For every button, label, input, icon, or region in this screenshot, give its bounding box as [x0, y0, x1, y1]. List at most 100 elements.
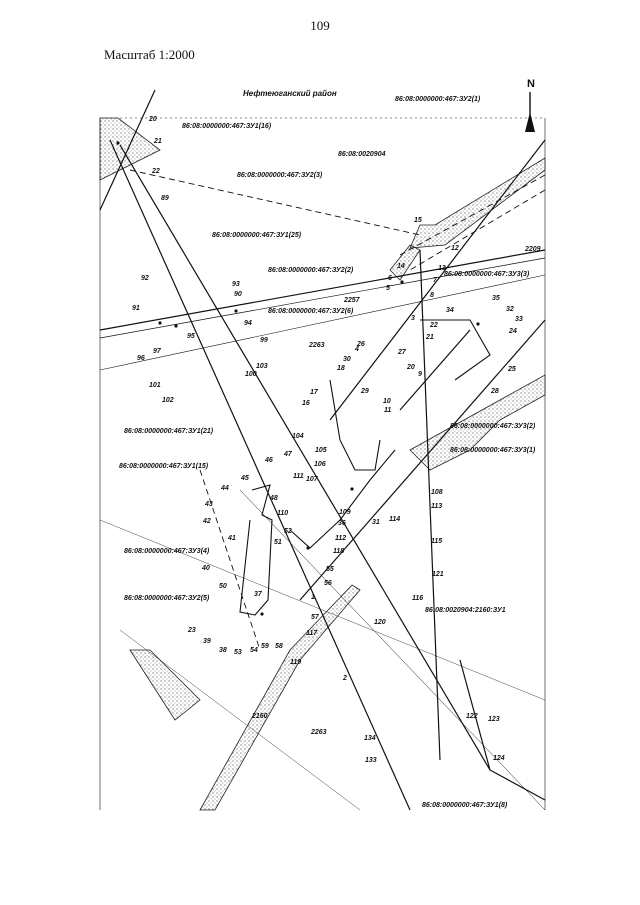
district-label: Нефтеюганский район: [243, 89, 337, 98]
point-number: 44: [220, 485, 229, 492]
point-number: 115: [431, 538, 442, 545]
point-number: 51: [274, 539, 282, 546]
point-number: 11: [384, 407, 391, 414]
point-number: 5: [386, 285, 390, 292]
point-number: 1: [311, 594, 315, 601]
point-number: 2263: [310, 729, 327, 736]
map-frame: [99, 117, 546, 810]
point-number: 40: [201, 565, 210, 572]
boundary-lines: [99, 89, 546, 811]
point-number: 55: [326, 566, 334, 573]
point-labels: 20 21 22 89 92 91 97 96 95 101 102 90 93…: [132, 116, 541, 764]
point-number: 10: [383, 398, 391, 405]
point-number: 34: [446, 307, 454, 314]
point-number: 30: [343, 356, 351, 363]
point-number: 95: [187, 333, 195, 340]
parcel-label: 86:08:0020904: [338, 151, 386, 158]
point-number: 38: [219, 647, 227, 654]
point-number: 108: [431, 489, 443, 496]
scale-label: Масштаб 1:2000: [104, 47, 195, 62]
point-number: 58: [275, 643, 283, 650]
point-number: 20: [406, 364, 415, 371]
point-number: 32: [506, 306, 514, 313]
point-number: 119: [290, 659, 301, 666]
point-number: 20: [148, 116, 157, 123]
parcel-label: 86:08:0000000:467:ЗУ2(6): [268, 308, 354, 315]
point-number: 53: [234, 649, 242, 656]
survey-points: [116, 141, 480, 616]
point-number: 52: [284, 528, 292, 535]
page-number: 109: [310, 18, 330, 33]
point-number: 26: [356, 341, 365, 348]
point-number: 99: [260, 337, 268, 344]
point-number: 50: [219, 583, 227, 590]
point-number: 106: [314, 461, 326, 468]
point-number: 13: [438, 265, 446, 272]
point-number: 123: [488, 716, 500, 723]
parcel-label: 86:08:0000000:467:ЗУ1(15): [119, 463, 209, 470]
point-number: 116: [412, 595, 423, 602]
parcel-label: 86:08:0000000:467:ЗУ2(2): [268, 267, 354, 274]
point-number: 39: [203, 638, 211, 645]
parcel-label: 86:08:0000000:467:ЗУ2(3): [237, 172, 323, 179]
parcel-label: 86:08:0000000:467:ЗУ1(21): [124, 428, 214, 435]
point-number: 100: [245, 371, 257, 378]
point-number: 103: [256, 363, 268, 370]
point-number: 97: [153, 348, 162, 355]
point-number: 133: [365, 757, 377, 764]
point-number: 15: [414, 217, 422, 224]
point-number: 9: [418, 371, 422, 378]
point-number: 2209: [524, 246, 541, 253]
point-number: 2257: [343, 297, 361, 304]
north-label: N: [527, 78, 535, 90]
point-number: 24: [508, 328, 517, 335]
point-number: 36: [338, 520, 346, 527]
point-number: 6: [388, 275, 392, 282]
point-number: 117: [306, 630, 318, 637]
parcel-label: 86:08:0000000:467:ЗУ1(16): [182, 123, 272, 130]
point-number: 28: [490, 388, 499, 395]
parcel-label: 86:08:0000000:467:ЗУ3(2): [450, 423, 536, 430]
point-number: 114: [389, 516, 400, 523]
point-number: 93: [232, 281, 240, 288]
point-number: 27: [397, 349, 407, 356]
point-number: 59: [261, 643, 269, 650]
point-number: 112: [335, 535, 346, 542]
point-number: 121: [432, 571, 444, 578]
point-number: 14: [397, 263, 405, 270]
point-number: 22: [429, 322, 438, 329]
point-number: 109: [339, 509, 351, 516]
point-number: 12: [451, 245, 459, 252]
point-number: 54: [250, 647, 258, 654]
point-number: 111: [293, 473, 304, 480]
point-number: 45: [240, 475, 249, 482]
point-number: 91: [132, 305, 140, 312]
point-number: 96: [137, 355, 145, 362]
point-number: 120: [374, 619, 386, 626]
point-number: 134: [364, 735, 376, 742]
point-number: 41: [227, 535, 236, 542]
point-number: 118: [333, 548, 344, 555]
point-number: 22: [151, 168, 160, 175]
point-number: 113: [431, 503, 442, 510]
point-number: 17: [310, 389, 319, 396]
point-number: 92: [141, 275, 149, 282]
north-arrow: N: [525, 78, 535, 132]
point-number: 7: [433, 277, 438, 284]
point-number: 33: [515, 316, 523, 323]
point-number: 21: [153, 138, 162, 145]
parcel-label: 86:08:0000000:467:ЗУ2(5): [124, 595, 210, 602]
point-number: 21: [425, 334, 434, 341]
point-number: 110: [277, 510, 288, 517]
point-number: 102: [162, 397, 174, 404]
point-number: 122: [466, 713, 478, 720]
parcel-label: 86:08:0000000:467:ЗУ3(4): [124, 548, 210, 555]
point-number: 43: [204, 501, 213, 508]
point-number: 31: [372, 519, 380, 526]
point-number: 2263: [308, 342, 325, 349]
point-number: 2160: [251, 713, 268, 720]
point-number: 29: [360, 388, 369, 395]
parcel-polygons: [239, 319, 491, 616]
point-number: 18: [337, 365, 345, 372]
point-number: 47: [283, 451, 293, 458]
